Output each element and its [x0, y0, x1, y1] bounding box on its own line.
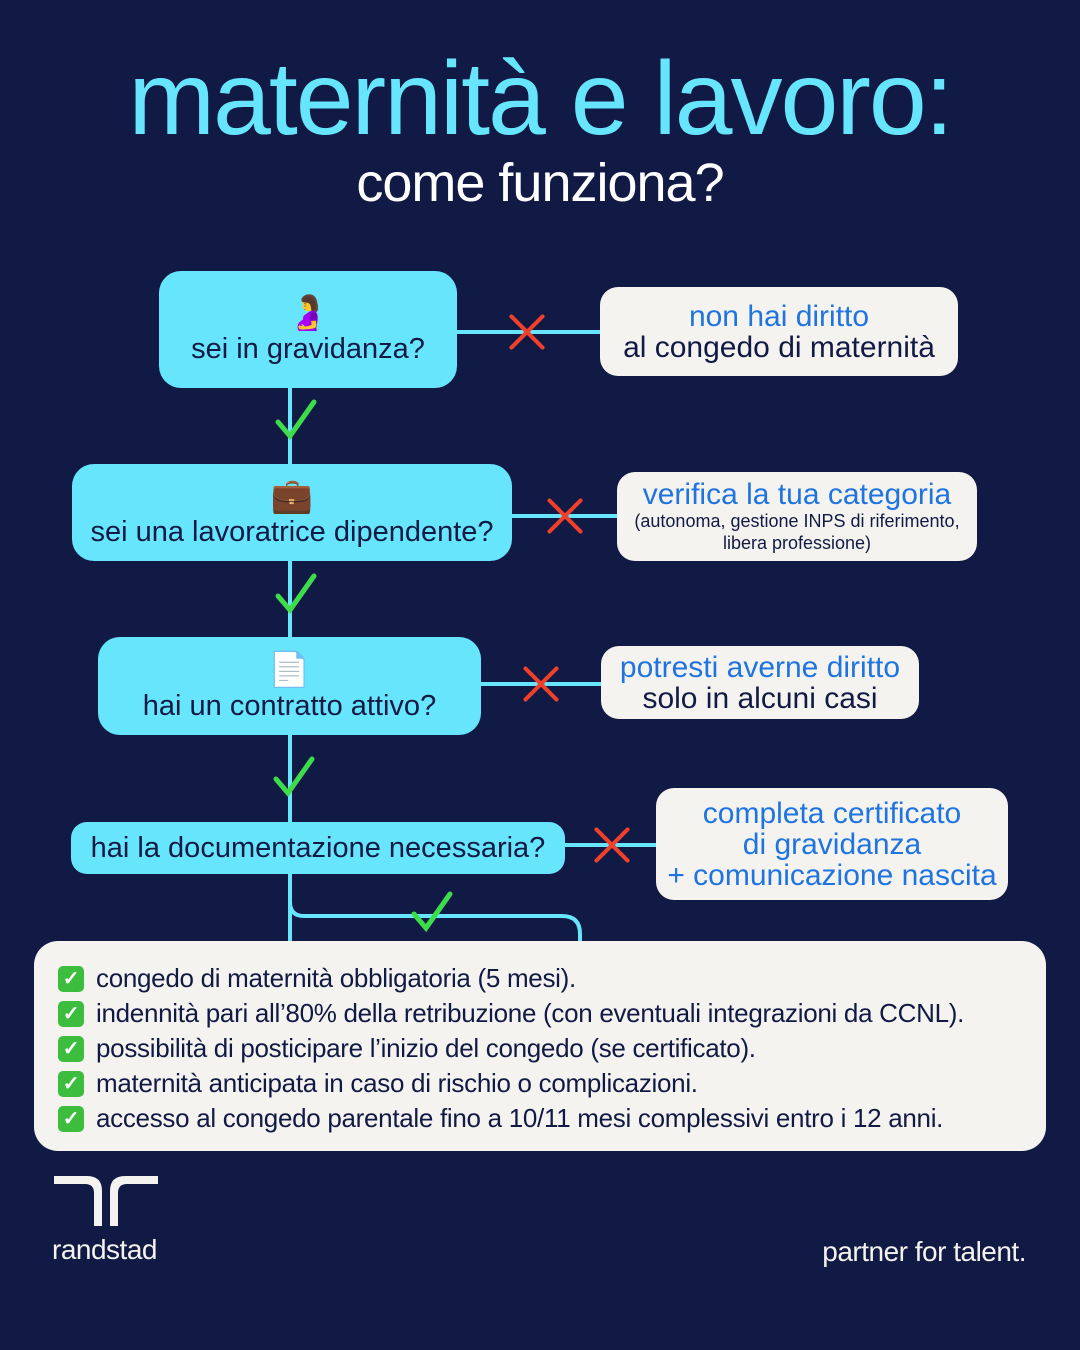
answer-no-right: non hai diritto al congedo di maternità [600, 287, 958, 376]
yes-check-icon [273, 756, 315, 798]
page-title: maternità e lavoro: [128, 41, 953, 157]
checkbox-icon: ✓ [58, 1105, 84, 1132]
answer-line: di gravidanza [742, 827, 922, 861]
list-item: ✓ indennità pari all’80% della retribuzio… [58, 996, 1046, 1031]
list-item: ✓ possibilità di posticipare l’inizio del… [58, 1031, 1046, 1066]
result-list: ✓ congedo di maternità obbligatoria (5 me… [34, 941, 1046, 1151]
checkbox-icon: ✓ [58, 1070, 84, 1097]
no-icon [592, 825, 632, 865]
question-text: hai un contratto attivo? [142, 689, 437, 722]
question-pregnant: 🤰 sei in gravidanza? [159, 271, 457, 388]
answer-complete-docs: completa certificato di gravidanza + com… [656, 788, 1008, 900]
list-item-text: possibilità di posticipare l’inizio del … [96, 1033, 756, 1063]
question-text: sei in gravidanza? [191, 333, 425, 365]
answer-line: completa certificato [702, 796, 962, 830]
document-icon: 📄 [268, 650, 311, 689]
question-documentation: hai la documentazione necessaria? [71, 822, 565, 874]
answer-check-category: verifica la tua categoria (autonoma, ges… [617, 472, 977, 561]
connector [288, 388, 292, 464]
list-item-text: accesso al congedo parentale fino a 10/1… [96, 1103, 944, 1133]
answer-line: + comunicazione nascita [667, 858, 997, 892]
connector [288, 561, 292, 637]
yes-check-icon [411, 891, 453, 933]
answer-line: potresti averne diritto [619, 650, 901, 684]
connector [288, 735, 292, 822]
checkbox-icon: ✓ [58, 1035, 84, 1062]
answer-line: (autonoma, gestione INPS di riferimento, [634, 511, 960, 531]
answer-line: al congedo di maternità [623, 330, 935, 364]
list-item: ✓ congedo di maternità obbligatoria (5 me… [58, 961, 1046, 996]
no-icon [545, 496, 585, 536]
randstad-logo-icon [54, 1176, 158, 1226]
answer-some-cases: potresti averne diritto solo in alcuni c… [601, 646, 919, 719]
list-item-text: maternità anticipata in caso di rischio … [96, 1068, 698, 1098]
answer-line: libera professione) [722, 533, 872, 553]
no-icon [521, 664, 561, 704]
answer-line: non hai diritto [688, 299, 870, 333]
no-icon [507, 312, 547, 352]
question-text: hai la documentazione necessaria? [90, 831, 546, 864]
briefcase-icon: 💼 [270, 477, 314, 515]
list-item: ✓ accesso al congedo parentale fino a 10/… [58, 1101, 1046, 1136]
answer-line: solo in alcuni casi [642, 681, 878, 715]
list-item-text: indennità pari all’80% della retribuzion… [96, 998, 965, 1028]
logo-text: randstad [52, 1234, 157, 1265]
question-contract: 📄 hai un contratto attivo? [98, 637, 481, 735]
question-text: sei una lavoratrice dipendente? [90, 516, 494, 548]
checkbox-icon: ✓ [58, 1000, 84, 1027]
answer-line: verifica la tua categoria [642, 478, 952, 511]
tagline: partner for talent. [822, 1236, 1026, 1267]
question-employee: 💼 sei una lavoratrice dipendente? [72, 464, 512, 561]
yes-check-icon [275, 399, 317, 441]
yes-check-icon [275, 573, 317, 615]
list-item: ✓ maternità anticipata in caso di rischio… [58, 1066, 1046, 1101]
pregnant-woman-icon: 🤰 [286, 294, 330, 332]
page-subtitle: come funziona? [356, 153, 724, 213]
checkbox-icon: ✓ [58, 965, 84, 992]
list-item-text: congedo di maternità obbligatoria (5 mes… [96, 963, 576, 993]
